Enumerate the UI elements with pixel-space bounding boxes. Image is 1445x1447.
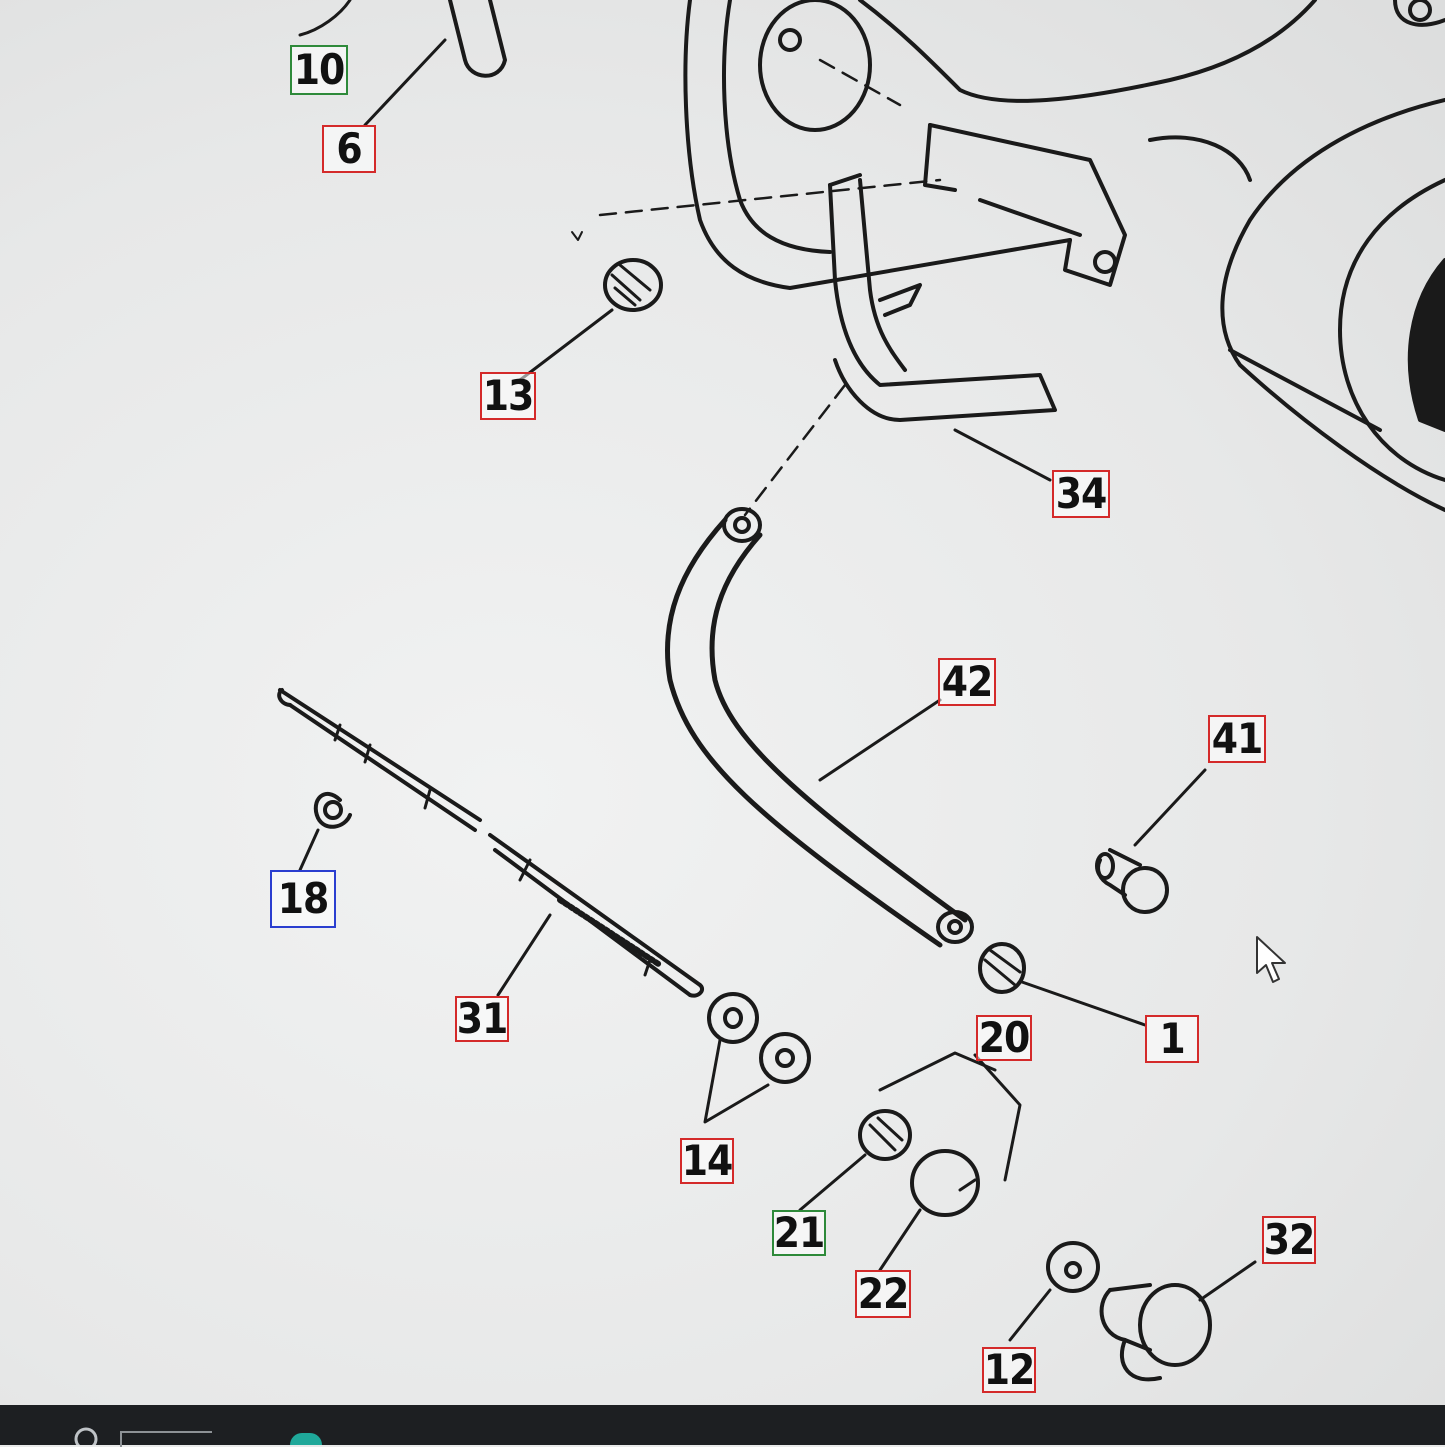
callout-12: 12 xyxy=(982,1345,1036,1394)
mouse-pointer-icon xyxy=(1256,936,1286,983)
part-32-knob xyxy=(1099,1283,1212,1382)
callout-22: 22 xyxy=(855,1270,911,1318)
part-42-tube xyxy=(665,507,974,948)
callout-21: 21 xyxy=(772,1208,826,1257)
part-12-nut xyxy=(1046,1241,1100,1293)
callout-32: 32 xyxy=(1262,1215,1316,1264)
part-22-ball xyxy=(910,1149,980,1217)
part-1-nut xyxy=(978,942,1026,994)
search-icon[interactable] xyxy=(72,1425,102,1445)
callout-31: 31 xyxy=(455,994,509,1043)
part-13-nut xyxy=(603,258,663,312)
callout-41: 41 xyxy=(1208,715,1266,763)
callout-10: 10 xyxy=(290,45,348,95)
callout-34: 34 xyxy=(1052,470,1110,518)
callout-18: 18 xyxy=(270,870,336,928)
part-14-washers xyxy=(707,992,811,1084)
part-10-stud xyxy=(298,0,507,78)
part-41-pin xyxy=(1095,848,1169,914)
taskbar-app-icon[interactable] xyxy=(290,1433,322,1445)
part-31-shaft xyxy=(277,688,705,998)
callout-6: 6 xyxy=(322,125,376,173)
part-21-bushing xyxy=(858,1109,912,1161)
callout-42: 42 xyxy=(938,658,996,706)
part-34-bracket xyxy=(828,173,1057,422)
callout-13: 13 xyxy=(480,372,536,420)
callout-14: 14 xyxy=(680,1136,734,1185)
assembly-guide-lines xyxy=(598,58,942,517)
callout-1: 1 xyxy=(1145,1015,1199,1063)
callout-20: 20 xyxy=(976,1015,1032,1061)
part-18-clip xyxy=(313,791,352,829)
taskbar-search-box[interactable] xyxy=(120,1431,212,1447)
leader-lines xyxy=(298,38,1257,1342)
frame-assembly xyxy=(683,0,1445,512)
taskbar xyxy=(0,1405,1445,1447)
